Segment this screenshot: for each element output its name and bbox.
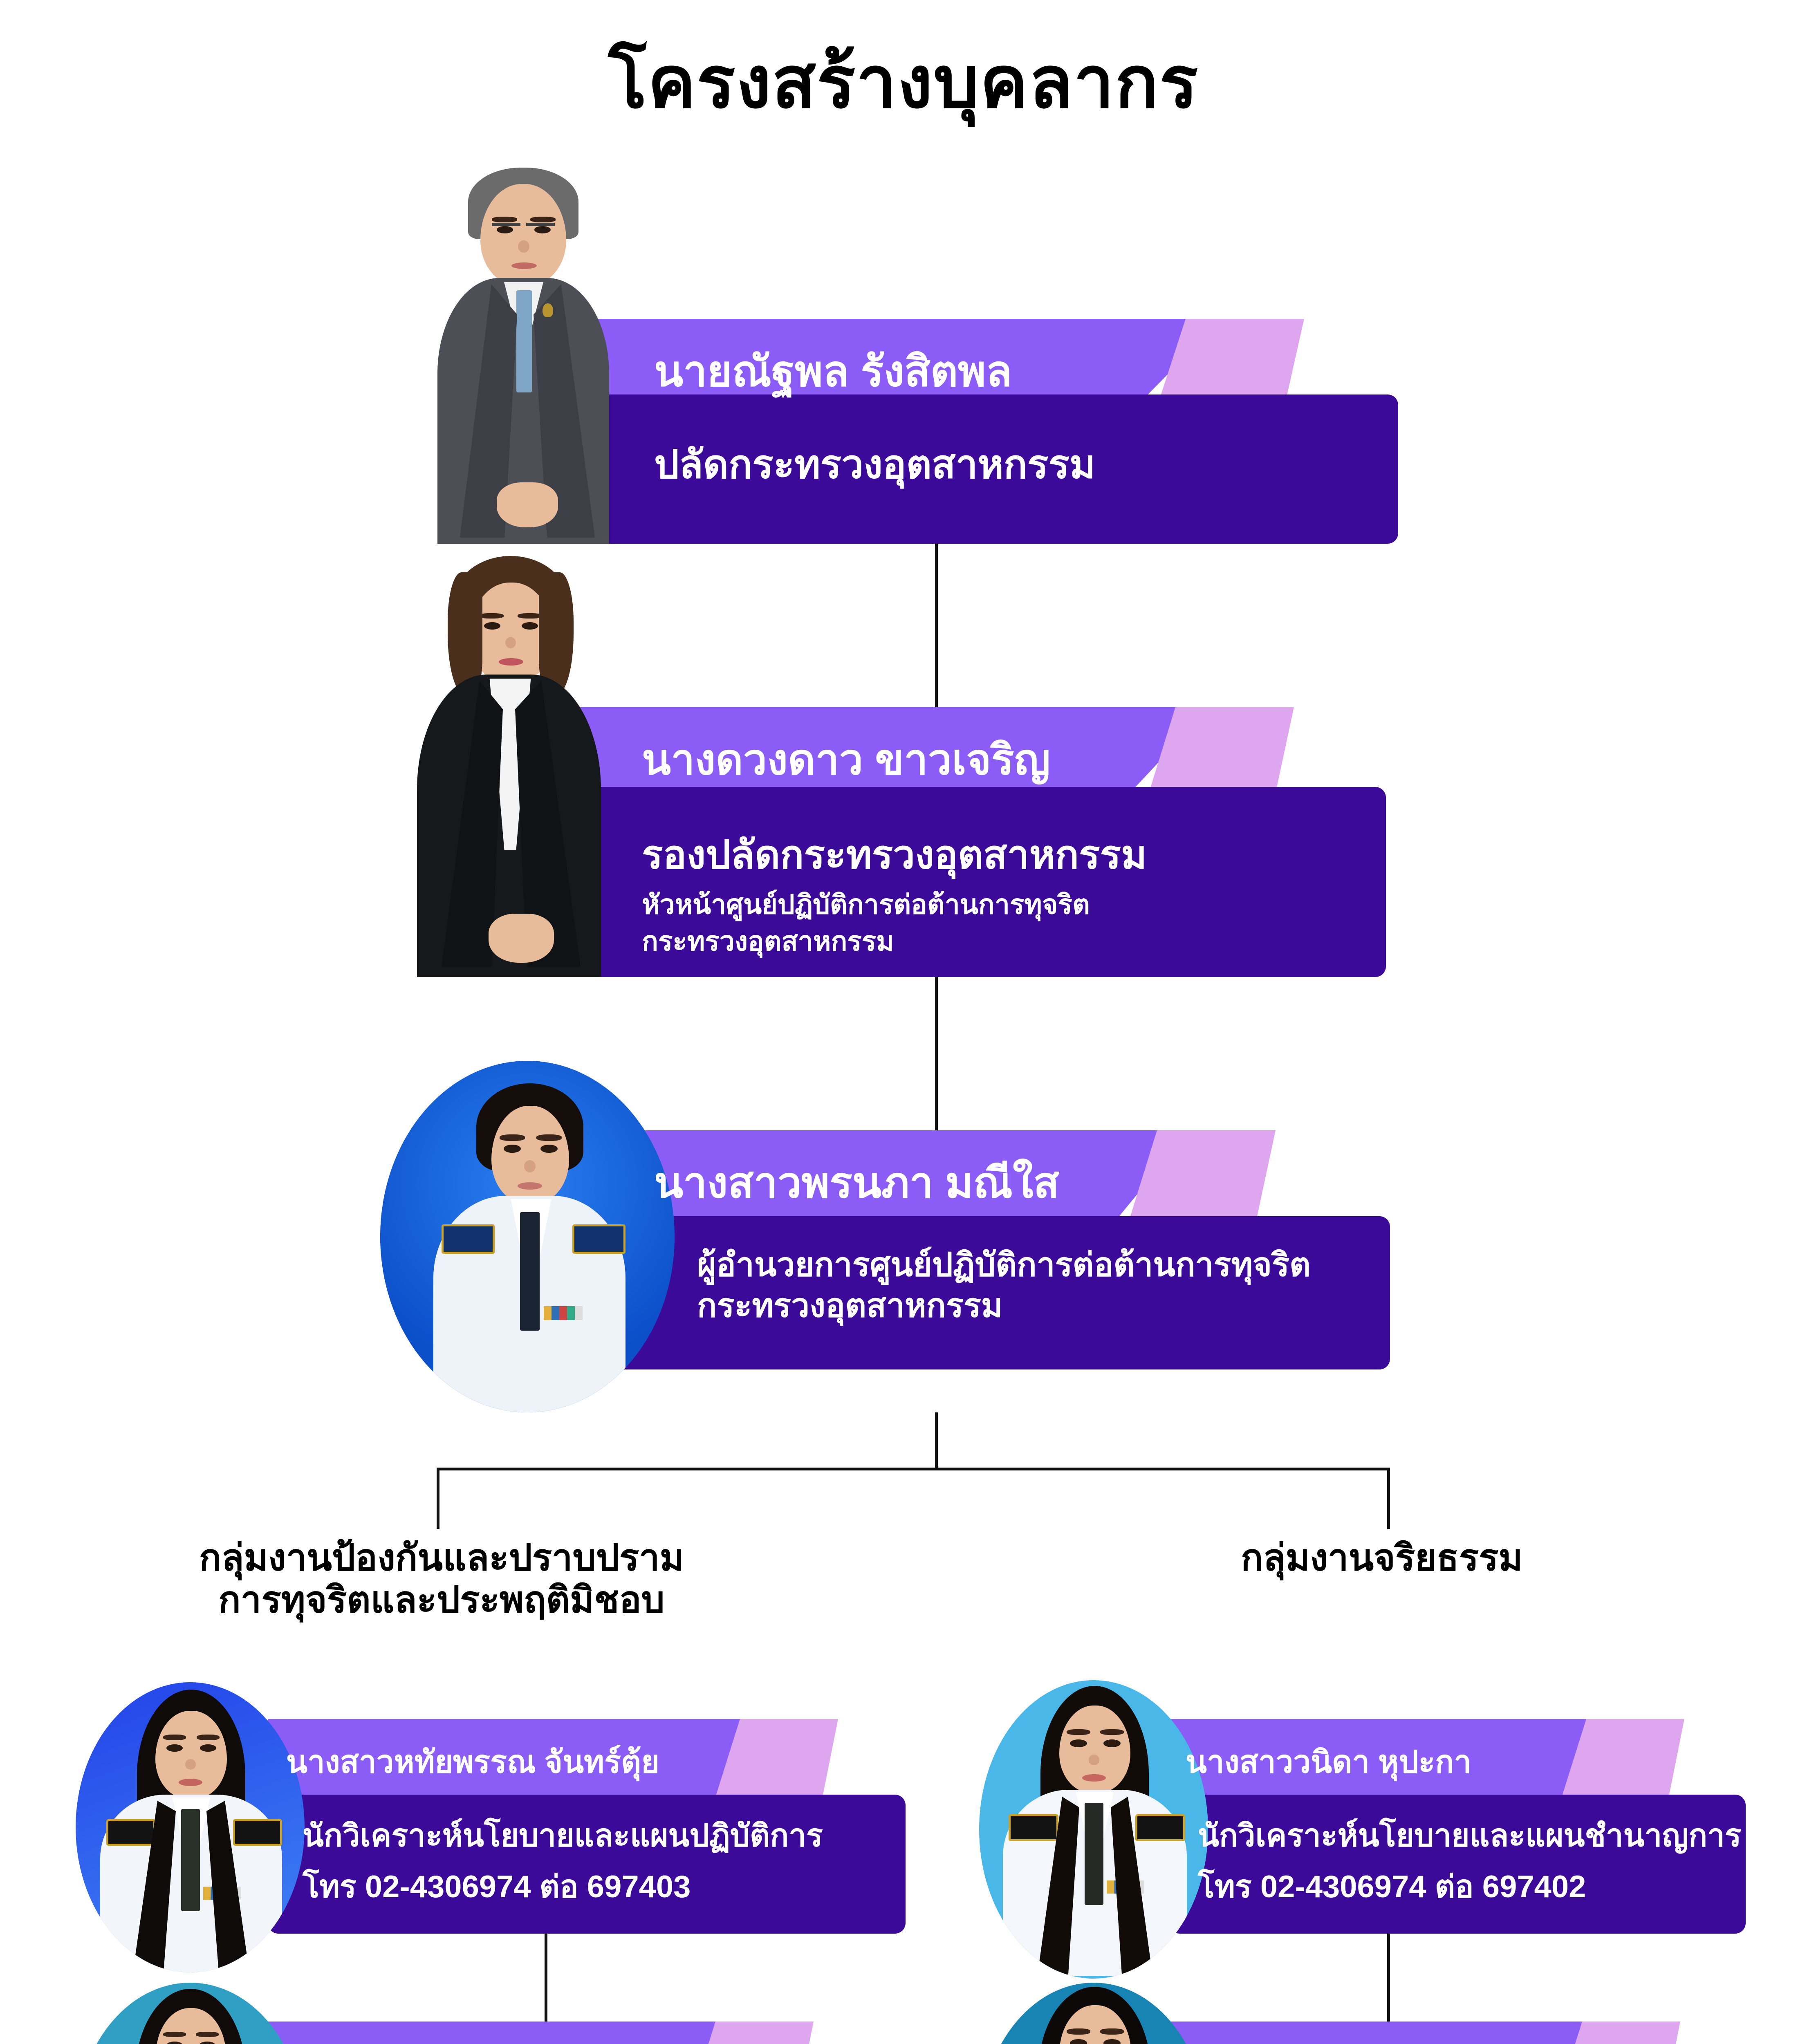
person-role: นักวิเคราะห์นโยบายและแผนชำนาญการ (1198, 1818, 1742, 1853)
person-name: นางสาวหทัยพรรณ จันทร์ตุ้ย (286, 1745, 659, 1780)
person-photo (76, 1682, 305, 1972)
connector-left-member1-to-member2 (545, 1934, 547, 2036)
card-body (589, 1216, 1390, 1369)
person-role: ปลัดกระทรวงอุตสาหกรรม (654, 443, 1096, 486)
card-banner (589, 1130, 1190, 1218)
person-name: นางสาวพรนภา มณีใส (654, 1159, 1060, 1207)
person-subrole-line2: กระทรวงอุตสาหกรรม (697, 1287, 1003, 1324)
banner-accent-triangle (1575, 2022, 1680, 2044)
connector-director-down (935, 1412, 938, 1470)
connector-ps-to-dps (935, 544, 938, 707)
card-banner (268, 2022, 754, 2044)
person-photo (76, 1983, 305, 2044)
person-photo (399, 159, 644, 544)
card-banner (268, 1719, 783, 1801)
page-title: โครงสร้างบุคลากร (608, 43, 1199, 123)
person-name: นางดวงดาว ขาวเจริญ (642, 736, 1051, 784)
person-photo (380, 1061, 675, 1412)
card-body (585, 394, 1398, 544)
person-photo (384, 544, 630, 977)
person-name: นางสาวพรพรรษ รุ่งเรือง (1186, 2040, 1507, 2044)
person-subrole-line1: หัวหน้าศูนย์ปฏิบัติการต่อต้านการทุจริต (642, 889, 1090, 919)
connector-split-right (1387, 1468, 1390, 1529)
person-subrole-line1: ผู้อำนวยการศูนย์ปฏิบัติการต่อต้านการทุจร… (697, 1246, 1311, 1283)
group-heading-ethics: กลุ่มงานจริยธรรม (1241, 1537, 1523, 1578)
person-phone: โทร 02-4306974 ต่อ 697402 (1198, 1869, 1586, 1904)
card-banner (572, 707, 1210, 789)
person-photo (979, 1680, 1208, 1979)
card-body (268, 1795, 906, 1934)
banner-accent-triangle (708, 2022, 814, 2044)
connector-split-left (437, 1468, 439, 1529)
person-name: นางสาววนิดา หุปะกา (1186, 1745, 1472, 1780)
connector-dps-to-director (935, 977, 938, 1222)
card-body (1169, 1795, 1746, 1934)
person-role: นักวิเคราะห์นโยบายและแผนปฏิบัติการ (303, 1818, 823, 1853)
group-heading-prevention: กลุ่มงานป้องกันและปราบปราม การทุจริตและป… (199, 1537, 684, 1620)
person-photo (979, 1983, 1208, 2044)
connector-right-member1-to-member2 (1387, 1934, 1390, 2036)
card-banner (585, 319, 1222, 397)
card-body (572, 787, 1386, 977)
person-name: นางสาวปนัดดา ทรทึก (286, 2040, 578, 2044)
card-banner (1169, 2022, 1631, 2044)
card-banner (1169, 1719, 1631, 1801)
person-phone: โทร 02-4306974 ต่อ 697403 (303, 1869, 691, 1904)
person-role: รองปลัดกระทรวงอุตสาหกรรม (642, 833, 1147, 877)
person-name: นายณัฐพล รังสิตพล (654, 348, 1012, 395)
person-subrole-line2: กระทรวงอุตสาหกรรม (642, 926, 894, 956)
connector-split-horizontal (437, 1468, 1390, 1470)
